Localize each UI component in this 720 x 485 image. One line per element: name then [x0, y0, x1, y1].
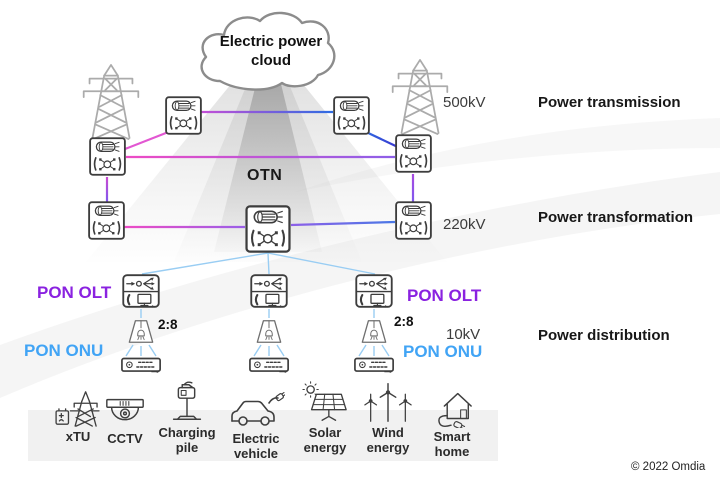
- otn-core-node-icon: [245, 205, 291, 253]
- otn-node-icon: [395, 201, 432, 240]
- cloud-label: Electric power cloud: [219, 33, 323, 69]
- otn-node-icon: [395, 134, 432, 173]
- split-ratio-label: 2:8: [394, 314, 414, 329]
- pon-onu-icon: [354, 356, 395, 375]
- endpoint-charging-pile: Charging pile: [154, 381, 220, 455]
- otn-label: OTN: [247, 167, 283, 184]
- cctv-icon: [106, 398, 144, 421]
- pon-olt-icon: [250, 274, 288, 308]
- voltage-label-10kv: 10kV: [446, 326, 481, 343]
- endpoint-smart-home: Smart home: [419, 386, 485, 459]
- endpoint-electric-vehicle: Electric vehicle: [223, 388, 289, 461]
- pon-onu-label-right: PON ONU: [403, 342, 483, 361]
- endpoint-label: Charging pile: [158, 425, 216, 455]
- smart-home-icon: [438, 392, 472, 428]
- pon-onu-icon: [121, 356, 162, 375]
- voltage-label-220kv: 220kV: [443, 216, 486, 233]
- endpoint-label: CCTV: [107, 431, 143, 446]
- endpoint-label: Electric vehicle: [232, 431, 280, 461]
- otn-node-icon: [165, 96, 202, 135]
- endpoint-label: Solar energy: [303, 425, 347, 455]
- stage-label-power-distribution: Power distribution: [538, 327, 670, 344]
- wind-energy-icon: [364, 382, 412, 422]
- pon-olt-label-left: PON OLT: [37, 283, 112, 302]
- pon-onu-icon: [249, 356, 290, 375]
- stage-label-power-transformation: Power transformation: [538, 209, 694, 226]
- split-ratio-label: 2:8: [158, 317, 178, 332]
- endpoint-label: Wind energy: [366, 425, 410, 455]
- copyright-text: © 2022 Omdia: [631, 461, 706, 473]
- charging-pile-icon: [172, 381, 202, 420]
- stage-label-power-transmission: Power transmission: [538, 94, 681, 111]
- electric-power-cloud-icon: [200, 11, 336, 91]
- pon-onu-label-left: PON ONU: [24, 341, 104, 360]
- otn-node-icon: [88, 201, 125, 240]
- pon-olt-label-right: PON OLT: [407, 286, 482, 305]
- xtu-icon: [55, 391, 100, 427]
- electric-vehicle-icon: [231, 392, 285, 426]
- endpoint-label: Smart home: [433, 429, 471, 459]
- endpoint-label: xTU: [65, 429, 91, 444]
- endpoint-wind-energy: Wind energy: [355, 382, 421, 455]
- endpoint-xtu: xTU: [45, 386, 111, 445]
- solar-energy-icon: [302, 381, 347, 421]
- optical-splitter-icon: [127, 318, 155, 345]
- optical-splitter-icon: [360, 318, 388, 345]
- endpoint-cctv: CCTV: [92, 388, 158, 447]
- optical-splitter-icon: [255, 318, 283, 345]
- otn-node-icon: [333, 96, 370, 135]
- pon-olt-icon: [355, 274, 393, 308]
- pon-olt-icon: [122, 274, 160, 308]
- endpoint-solar-energy: Solar energy: [292, 381, 358, 455]
- voltage-label-500kv: 500kV: [443, 94, 486, 111]
- otn-node-icon: [89, 137, 126, 176]
